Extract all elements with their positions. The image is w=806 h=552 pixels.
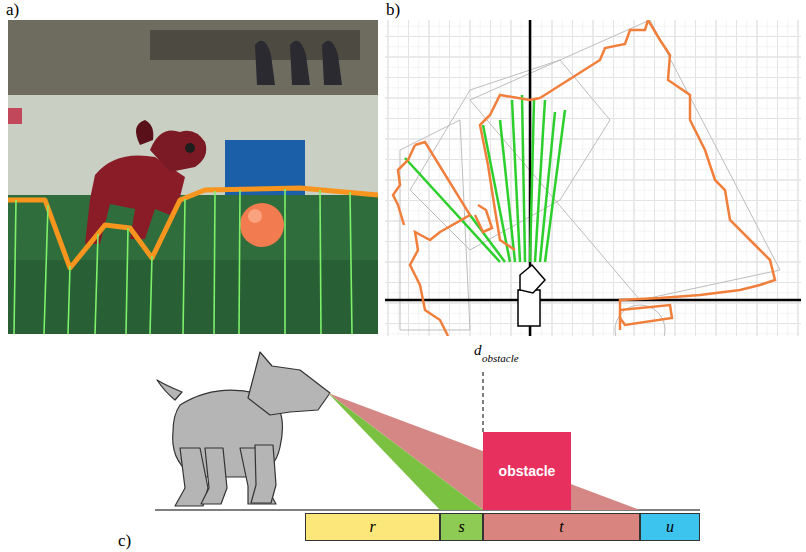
- range-band: t: [483, 513, 640, 541]
- distance-symbol: d: [474, 342, 482, 359]
- range-band: s: [440, 513, 483, 541]
- robot-dog-figure: [157, 352, 330, 506]
- panel-letter: b): [386, 0, 400, 20]
- range-band: u: [640, 513, 700, 541]
- distance-subscript: obstacle: [482, 352, 519, 364]
- node-label: t: [559, 518, 563, 536]
- range-band: r: [305, 513, 440, 541]
- panel-letter: a): [6, 0, 19, 20]
- obstacle-box: obstacle: [483, 432, 571, 510]
- occupancy-map: [385, 20, 801, 336]
- node-label: r: [369, 518, 375, 536]
- node-label: u: [666, 518, 674, 536]
- distance-marker: [483, 372, 484, 432]
- sensing-cones: [328, 393, 640, 510]
- camera-image: [8, 20, 378, 334]
- panel-letter: c): [118, 531, 131, 551]
- node-label: obstacle: [499, 463, 556, 479]
- node-label: s: [458, 518, 464, 536]
